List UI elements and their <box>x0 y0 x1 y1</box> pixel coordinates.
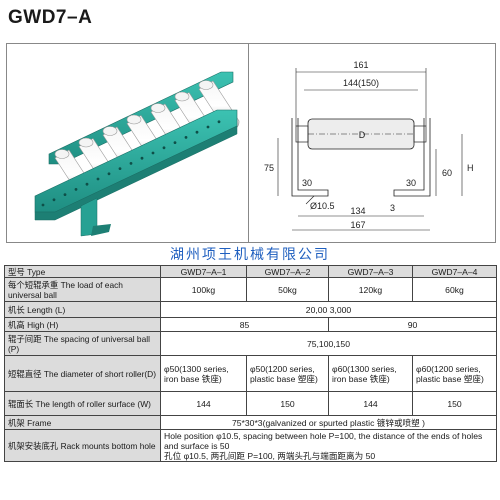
rail-hole <box>206 125 210 129</box>
rail-hole <box>162 146 166 150</box>
table-row: 机架安装底孔 Rack mounts bottom hole Hole posi… <box>4 429 497 462</box>
height-label: 机高 High (H) <box>4 317 161 332</box>
figure-panel: 161 144(150) D 75 60 H 30 30 Ø10.5 3 134… <box>6 43 496 243</box>
dim-161: 161 <box>353 60 368 70</box>
table-header-row: 型号 Type GWD7–A–1 GWD7–A–2 GWD7–A–3 GWD7–… <box>4 265 497 278</box>
model-cell: GWD7–A–4 <box>412 265 497 278</box>
dim-30-left: 30 <box>302 178 312 188</box>
dim-75: 75 <box>264 163 274 173</box>
dim-60: 60 <box>442 168 452 178</box>
rail-hole <box>195 130 199 134</box>
rail-hole <box>85 182 89 186</box>
roller-length-value: 150 <box>412 391 497 416</box>
frame-label: 机架 Frame <box>4 415 161 430</box>
diameter-value: φ50(1200 series, plastic base 塑座) <box>246 355 329 392</box>
figure-divider <box>248 44 249 242</box>
spec-table: 型号 Type GWD7–A–1 GWD7–A–2 GWD7–A–3 GWD7–… <box>4 265 497 462</box>
rail-hole <box>63 193 67 197</box>
dim-H: H <box>467 163 474 173</box>
rail-hole <box>96 177 100 181</box>
rail-hole <box>107 172 111 176</box>
frame-value: 75*30*3(galvanized or spurted plastic 镀锌… <box>160 415 497 430</box>
table-row: 机架 Frame 75*30*3(galvanized or spurted p… <box>4 415 497 430</box>
technical-drawing: 161 144(150) D 75 60 H 30 30 Ø10.5 3 134… <box>264 60 474 231</box>
model-cell: GWD7–A–3 <box>328 265 413 278</box>
roller-length-value: 144 <box>160 391 247 416</box>
length-value: 20,00 3,000 <box>160 301 497 318</box>
spacing-label: 辊子间距 The spacing of universal ball (P) <box>4 331 161 356</box>
mount-value: Hole position φ10.5, spacing between hol… <box>160 429 497 462</box>
load-value: 120kg <box>328 277 413 302</box>
load-label: 每个短辊承重 The load of each universal ball <box>4 277 161 302</box>
length-label: 机长 Length (L) <box>4 301 161 318</box>
load-value: 50kg <box>246 277 329 302</box>
table-row: 机长 Length (L) 20,00 3,000 <box>4 301 497 318</box>
spacing-value: 75,100,150 <box>160 331 497 356</box>
diameter-value: φ50(1300 series, iron base 铁座) <box>160 355 247 392</box>
page-title: GWD7–A <box>8 7 93 28</box>
company-name: 湖州项王机械有限公司 <box>170 247 330 263</box>
conveyor-illustration <box>34 71 240 237</box>
rail-hole <box>118 167 122 170</box>
rail-hole <box>74 188 78 191</box>
rail-hole <box>129 162 133 165</box>
dim-30-right: 30 <box>406 178 416 188</box>
table-row: 辊面长 The length of roller surface (W) 144… <box>4 391 497 416</box>
roller-length-value: 150 <box>246 391 329 416</box>
table-row: 短辊直径 The diameter of short roller(D) φ50… <box>4 355 497 392</box>
dim-134: 134 <box>350 206 365 216</box>
load-value: 60kg <box>412 277 497 302</box>
table-row: 机高 High (H) 85 90 <box>4 317 497 332</box>
mount-value-en: Hole position φ10.5, spacing between hol… <box>164 430 483 451</box>
rail-hole <box>217 120 221 124</box>
roller-length-label: 辊面长 The length of roller surface (W) <box>4 391 161 416</box>
rail-hole <box>41 203 45 207</box>
load-value: 100kg <box>160 277 247 302</box>
rail-hole <box>140 156 144 160</box>
dim-167: 167 <box>350 220 365 230</box>
type-label: 型号 Type <box>4 265 161 278</box>
height-value: 90 <box>328 317 497 332</box>
mount-label: 机架安装底孔 Rack mounts bottom hole <box>4 429 161 462</box>
rail-hole <box>184 136 188 139</box>
dim-144: 144(150) <box>343 78 379 88</box>
diameter-value: φ60(1300 series, iron base 铁座) <box>328 355 413 392</box>
table-row: 每个短辊承重 The load of each universal ball 1… <box>4 277 497 302</box>
height-value: 85 <box>160 317 329 332</box>
model-cell: GWD7–A–2 <box>246 265 329 278</box>
rail-hole <box>151 151 155 155</box>
rail-hole <box>52 198 56 202</box>
roller-length-value: 144 <box>328 391 413 416</box>
dim-3: 3 <box>390 203 395 213</box>
table-row: 辊子间距 The spacing of universal ball (P) 7… <box>4 331 497 356</box>
mount-value-cn: 孔位 φ10.5, 两孔间距 P=100, 两端头孔与端面距离为 50 <box>164 450 376 461</box>
dim-hole: Ø10.5 <box>310 201 335 211</box>
diameter-label: 短辊直径 The diameter of short roller(D) <box>4 355 161 392</box>
diameter-value: φ60(1200 series, plastic base 塑座) <box>412 355 497 392</box>
model-cell: GWD7–A–1 <box>160 265 247 278</box>
rail-hole <box>173 141 177 144</box>
dim-D: D <box>359 130 366 140</box>
